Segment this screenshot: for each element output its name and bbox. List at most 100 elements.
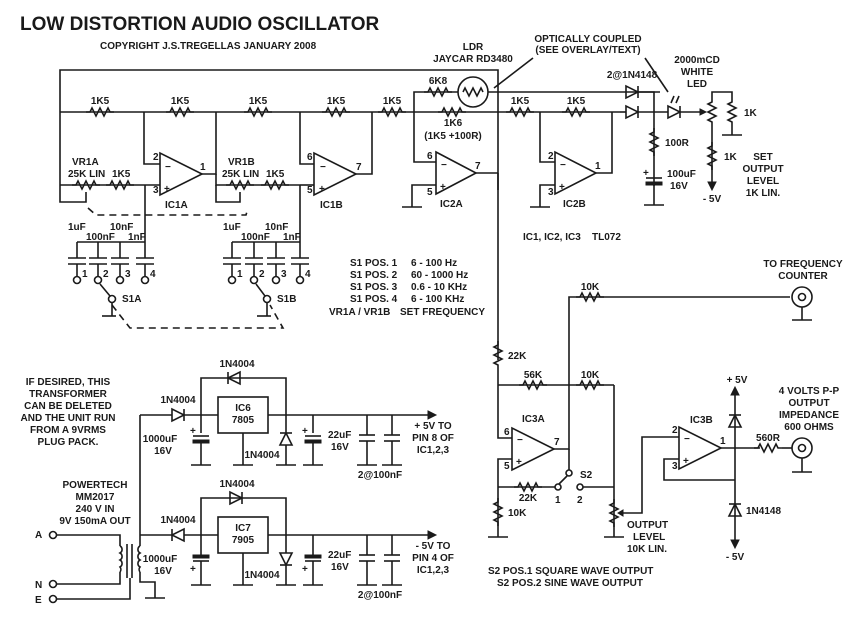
s2-note-1: S2 POS.1 SQUARE WAVE OUTPUT [488, 566, 653, 577]
svg-text:−: − [165, 162, 171, 173]
power-section: IF DESIRED, THIS TRANSFORMER CAN BE DELE… [21, 359, 454, 606]
pin-label: 3 [548, 187, 554, 198]
svg-text:+: + [319, 184, 325, 195]
switch-common-s1b[interactable] [262, 294, 272, 304]
label-ic1a: IC1A [165, 200, 188, 211]
terminal-a[interactable] [48, 530, 58, 540]
label-560r: 560R [756, 433, 781, 444]
pot-set-output-level [707, 97, 717, 127]
label-neg-rail-out: - 5V [726, 552, 745, 563]
switch-lever-s1b[interactable] [255, 283, 266, 297]
svg-text:+: + [302, 564, 308, 575]
capacitor-100nf-neg-2 [381, 535, 403, 586]
label-led-3: LED [687, 79, 707, 90]
label-output-level-1: OUTPUT [627, 520, 668, 531]
label-pos-rail-1: + 5V TO [414, 421, 452, 432]
diode-clamp-top [727, 413, 743, 428]
switch-lever-s1a[interactable] [99, 283, 111, 297]
label-1k5-2: 1K5 [171, 96, 190, 107]
capacitor-s1b-3 [267, 242, 285, 276]
label-cap-10nf-a: 10nF [110, 222, 133, 233]
label-pos-cap-out-v: 16V [331, 442, 349, 453]
label-s2: S2 [580, 470, 593, 481]
pin-label: 2 [153, 152, 159, 163]
label-1k6-note: (1K5 +100R) [424, 131, 482, 142]
label-22k-bottom: 22K [519, 493, 538, 504]
switch-contact-s1a-1[interactable] [72, 275, 82, 285]
label-vr1b-value: 25K LIN [222, 169, 259, 180]
switch-contact-s1b-1[interactable] [227, 275, 237, 285]
label-cap-1uf-a: 1uF [68, 222, 86, 233]
label-pos-cap-in-v: 16V [154, 446, 172, 457]
switch-contact-s1b-2[interactable] [249, 275, 259, 285]
bnc-output[interactable] [791, 437, 813, 459]
svg-text:+: + [440, 182, 446, 193]
svg-text:+: + [302, 426, 308, 437]
s2-lever[interactable] [558, 475, 568, 485]
vr-function: SET FREQUENCY [400, 307, 485, 318]
switch-contact-s1b-4[interactable] [295, 275, 305, 285]
terminal-e[interactable] [48, 594, 58, 604]
copyright-text: COPYRIGHT J.S.TREGELLAS JANUARY 2008 [100, 41, 317, 52]
switch-contact-s1a-3[interactable] [115, 275, 125, 285]
pin-label: 3 [153, 185, 159, 196]
label-ldr: LDR [463, 42, 484, 53]
label-1k5-1: 1K5 [91, 96, 110, 107]
set-level-3: LEVEL [747, 176, 779, 187]
label-1k5-ic2b-fb: 1K5 [567, 96, 586, 107]
vr-label: VR1A / VR1B [329, 307, 390, 318]
switch-contact-s1a-4[interactable] [140, 275, 150, 285]
capacitor-s1b-1 [223, 242, 241, 276]
output-spec-3: IMPEDANCE [779, 410, 839, 421]
label-cap-1nf-a: 1nF [128, 232, 146, 243]
svg-text:−: − [320, 162, 326, 173]
label-pos-rail-out: + 5V [727, 375, 748, 386]
pin-label: 1 [720, 436, 726, 447]
label-neg-diode-bypass: 1N4004 [219, 479, 254, 490]
pin-label: 2 [672, 425, 678, 436]
label-1k5-4: 1K5 [327, 96, 346, 107]
label-freq-counter-2: COUNTER [778, 271, 828, 282]
switch-pos-label: 1 [237, 269, 243, 280]
range-pos-1: S1 POS. 1 [350, 258, 398, 269]
label-output-level-3: 10K LIN. [627, 544, 667, 555]
switch-contact-s1b-3[interactable] [271, 275, 281, 285]
label-1n4148-clamp: 1N4148 [746, 506, 781, 517]
switch-pos-label: 2 [103, 269, 109, 280]
terminal-n[interactable] [48, 579, 58, 589]
output-spec-4: 600 OHMS [784, 422, 834, 433]
s2-pos-1[interactable] [554, 483, 562, 491]
label-s2-pos-2: 2 [577, 495, 583, 506]
power-note-3: CAN BE DELETED [24, 401, 112, 412]
label-neg-rail-3: IC1,2,3 [417, 565, 450, 576]
pin-label: 1 [595, 161, 601, 172]
opamp-ic3b [678, 425, 723, 471]
label-1k5-3: 1K5 [249, 96, 268, 107]
pin-label: 5 [427, 187, 433, 198]
s2-common[interactable] [565, 469, 573, 477]
label-56k: 56K [524, 370, 543, 381]
range-value-4: 6 - 100 KHz [411, 294, 464, 305]
label-100uf-voltage: 16V [670, 181, 688, 192]
label-1k-top: 1K [744, 108, 758, 119]
optical-note-1: OPTICALLY COUPLED [534, 34, 641, 45]
s2-note-2: S2 POS.2 SINE WAVE OUTPUT [497, 578, 643, 589]
capacitor-s1a-2 [89, 242, 107, 276]
pin-label: 7 [356, 162, 362, 173]
bnc-freq-counter[interactable] [791, 286, 813, 308]
diode-1n4004-pos-in [171, 407, 186, 423]
svg-text:+: + [516, 457, 522, 468]
diode-1n4004-pos-bypass [226, 370, 241, 386]
label-10k-mid: 10K [581, 370, 600, 381]
switch-contact-s1a-2[interactable] [93, 275, 103, 285]
switch-common-s1a[interactable] [107, 294, 117, 304]
label-neg-cap-in-v: 16V [154, 566, 172, 577]
switch-pos-label: 3 [125, 269, 131, 280]
diode-1n4148-a [625, 84, 640, 100]
capacitor-s1a-4 [136, 242, 154, 276]
label-neg-rail-2: PIN 4 OF [412, 553, 454, 564]
s2-pos-2[interactable] [576, 483, 584, 491]
svg-text:+: + [190, 426, 196, 437]
label-10k-freq: 10K [581, 282, 600, 293]
